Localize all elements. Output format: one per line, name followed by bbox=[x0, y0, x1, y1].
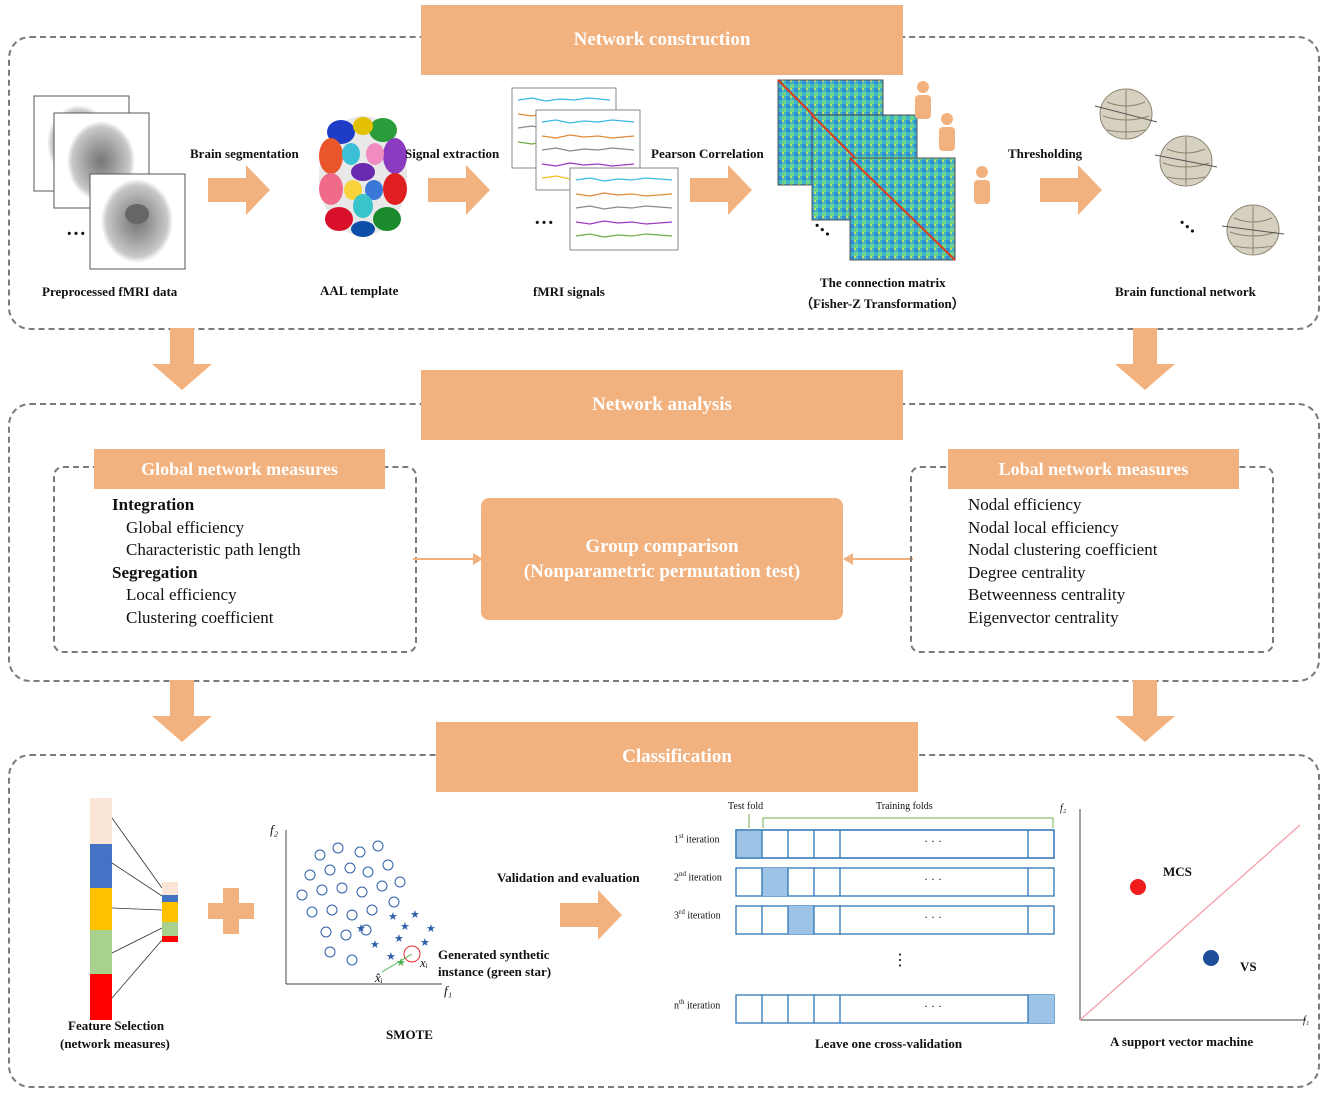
person-icon bbox=[974, 166, 990, 204]
svg-text:★: ★ bbox=[356, 922, 366, 935]
cv-caption: Leave one cross-validation bbox=[815, 1036, 963, 1051]
betweenness-centrality: Betweenness centrality bbox=[968, 585, 1126, 604]
svm-plot bbox=[1079, 809, 1306, 1021]
aal-template-image bbox=[319, 116, 407, 237]
person-icon bbox=[939, 113, 955, 151]
fmri-signals-caption: fMRI signals bbox=[533, 284, 605, 299]
thresholding-label: Thresholding bbox=[1008, 146, 1083, 161]
group-comparison-box: Group comparison (Nonparametric permutat… bbox=[481, 498, 843, 620]
brain-network-caption: Brain functional network bbox=[1115, 284, 1256, 299]
svg-text:★: ★ bbox=[386, 950, 396, 963]
arrow-validation bbox=[560, 890, 622, 940]
local-efficiency: Local efficiency bbox=[126, 585, 237, 604]
smote-f2-label: f₂ bbox=[270, 822, 279, 837]
cv-dots-n: · · · bbox=[924, 999, 942, 1013]
cv-dots-1: · · · bbox=[924, 834, 942, 848]
arrow-pearson bbox=[690, 165, 752, 215]
feature-selection-caption-line2: (network measures) bbox=[60, 1036, 170, 1051]
down-arrow bbox=[1115, 680, 1175, 742]
arrow-thresholding bbox=[1040, 165, 1102, 215]
person-icon bbox=[915, 81, 931, 119]
degree-centrality: Degree centrality bbox=[968, 562, 1086, 582]
feature-selection-graphic bbox=[90, 798, 178, 1020]
characteristic-path-length: Characteristic path length bbox=[126, 540, 301, 559]
svm-caption: A support vector machine bbox=[1110, 1034, 1254, 1049]
matrix-caption-line1: The connection matrix bbox=[820, 275, 946, 290]
arrow-segmentation bbox=[208, 165, 270, 215]
cv-folds bbox=[735, 829, 1055, 1024]
feature-selection-caption-line1: Feature Selection bbox=[68, 1018, 165, 1033]
arrow-signal-extraction bbox=[428, 165, 490, 215]
global-efficiency: Global efficiency bbox=[126, 517, 245, 537]
iteration-label-3: 3rd iteration bbox=[674, 908, 721, 922]
aal-template-caption: AAL template bbox=[320, 283, 399, 298]
svm-mcs-label: MCS bbox=[1163, 864, 1192, 879]
brain-network-icon bbox=[1094, 88, 1158, 140]
global-measures-title: Global network measures bbox=[94, 449, 385, 489]
nodal-local-efficiency: Nodal local efficiency bbox=[968, 517, 1119, 537]
group-comparison-title: Group comparison bbox=[585, 536, 739, 557]
iteration-label-1: 1st iteration bbox=[674, 832, 720, 846]
svm-vs-label: VS bbox=[1240, 959, 1257, 974]
construction-header: Network construction bbox=[421, 5, 903, 75]
cv-dots-2: · · · bbox=[924, 872, 942, 886]
pearson-correlation-label: Pearson Correlation bbox=[651, 146, 764, 161]
smote-f1-label: f₁ bbox=[444, 983, 453, 998]
test-fold-label: Test fold bbox=[728, 801, 764, 812]
svg-text:★: ★ bbox=[410, 908, 420, 921]
fmri-data-caption: Preprocessed fMRI data bbox=[42, 284, 178, 299]
arrow-local-to-comparison bbox=[843, 553, 913, 565]
svg-text:★: ★ bbox=[396, 956, 406, 969]
svm-f2-label: f₂ bbox=[1060, 803, 1067, 814]
nodal-efficiency: Nodal efficiency bbox=[968, 495, 1082, 514]
validation-label: Validation and evaluation bbox=[497, 870, 640, 885]
training-folds-label: Training folds bbox=[876, 801, 933, 812]
eigenvector-centrality: Eigenvector centrality bbox=[968, 607, 1119, 627]
signal-extraction-label: Signal extraction bbox=[405, 146, 500, 161]
svg-text:★: ★ bbox=[370, 938, 380, 951]
svg-text:★: ★ bbox=[394, 932, 404, 945]
down-arrow bbox=[1115, 328, 1175, 390]
local-measures-list: Nodal efficiency Nodal local efficiency … bbox=[968, 494, 1157, 629]
integration-heading: Integration bbox=[112, 495, 195, 514]
smote-xhat-label: x̂ᵢ bbox=[375, 970, 383, 985]
local-measures-title: Lobal network measures bbox=[948, 449, 1239, 489]
smote-note-line2: instance (green star) bbox=[438, 964, 552, 979]
svg-text:★: ★ bbox=[420, 936, 430, 949]
svg-text:★: ★ bbox=[388, 910, 398, 923]
group-comparison-method: (Nonparametric permutation test) bbox=[523, 561, 801, 582]
analysis-header: Network analysis bbox=[421, 370, 903, 440]
iteration-label-n: nth iteration bbox=[674, 998, 721, 1012]
connection-matrices bbox=[777, 79, 956, 261]
svg-text:★: ★ bbox=[426, 922, 436, 935]
fmri-ellipsis: … bbox=[66, 218, 86, 240]
fmri-signals-image bbox=[511, 87, 679, 251]
fmri-slices bbox=[33, 95, 186, 270]
down-arrow bbox=[152, 680, 212, 742]
iteration-label-2: 2nd iteration bbox=[674, 870, 722, 884]
down-arrow bbox=[152, 328, 212, 390]
brain-network-icon bbox=[1154, 135, 1218, 187]
svm-f1-label: f₁ bbox=[1303, 1015, 1310, 1026]
fold-bracket bbox=[748, 814, 1054, 828]
matrix-caption-line2: （Fisher-Z Transformation） bbox=[800, 296, 965, 311]
smote-note-line1: Generated synthetic bbox=[438, 947, 550, 962]
signals-ellipsis: … bbox=[534, 207, 554, 229]
global-measures-list: Integration Global efficiency Characteri… bbox=[112, 494, 301, 629]
cv-dots-3: · · · bbox=[924, 910, 942, 924]
smote-plot: ★★★ ★★★ ★★★ ★ bbox=[285, 830, 442, 985]
svg-text:★: ★ bbox=[400, 920, 410, 933]
cv-vertical-dots: ⋮ bbox=[892, 952, 908, 969]
smote-caption: SMOTE bbox=[386, 1027, 433, 1042]
brain-segmentation-label: Brain segmentation bbox=[190, 146, 299, 161]
classification-header: Classification bbox=[436, 722, 918, 792]
brain-network-icon bbox=[1221, 204, 1285, 256]
smote-xi-label: xᵢ bbox=[420, 955, 428, 970]
segregation-heading: Segregation bbox=[112, 562, 198, 582]
nodal-clustering-coefficient: Nodal clustering coefficient bbox=[968, 540, 1158, 559]
clustering-coefficient: Clustering coefficient bbox=[126, 607, 274, 627]
arrow-global-to-comparison bbox=[413, 553, 483, 565]
plus-icon bbox=[208, 888, 254, 934]
